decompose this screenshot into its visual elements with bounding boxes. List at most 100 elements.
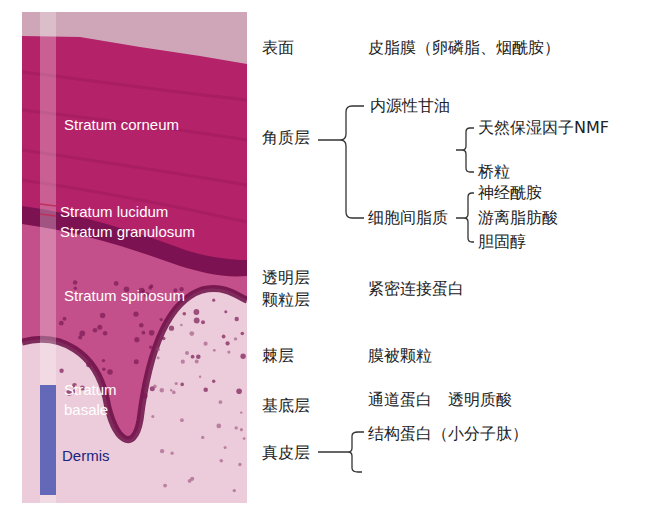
cell-nucleus [63,317,67,321]
cell-nucleus [93,328,98,333]
cell-nucleus [203,388,208,393]
bracket [318,432,364,472]
layer-label: 角质层 [262,128,310,148]
cell-nucleus [142,382,147,387]
component-label: 内源性甘油 [370,96,450,116]
cell-nucleus [162,337,166,341]
cell-nucleus [241,332,245,336]
layer-name: Stratum lucidum [60,202,168,222]
component-label: 神经酰胺 [478,183,542,203]
layer-name: Stratum corneum [64,115,179,135]
dermis-nucleus [180,418,184,422]
layer-label: 颗粒层 [262,290,310,310]
layer-label: 基底层 [262,396,310,416]
image-background [22,12,247,503]
cell-nucleus [191,355,195,359]
dermis-nucleus [220,459,224,463]
cell-nucleus [114,281,119,286]
dermis-nucleus [157,357,160,360]
cell-nucleus [102,359,105,362]
cell-nucleus [222,335,226,339]
component-label: 游离脂肪酸 [478,208,558,228]
cell-nucleus [180,383,184,387]
dermis-nucleus [195,359,199,363]
layer-name: Stratum spinosum [64,286,185,306]
cell-nucleus [194,309,200,315]
cell-nucleus [183,312,187,316]
depth-bar [40,12,56,503]
depth-ticks [40,204,56,216]
dermis-nucleus [170,389,172,391]
bracket [318,106,364,218]
layer-name: Stratum granulosum [60,222,195,242]
dermis-nucleus [171,452,174,455]
cell-nucleus [201,320,205,324]
cell-nucleus [142,331,146,335]
bracket [456,128,474,172]
dermis-nucleus [175,382,178,385]
cell-nucleus [59,321,64,326]
layer-label: 真皮层 [262,443,310,463]
dermis-nucleus [227,351,230,354]
dermis-nucleus [151,415,154,418]
layer-name: Dermis [62,446,110,466]
cell-nucleus [236,388,242,394]
component-label: 透明质酸 [448,390,512,410]
bracket [456,193,474,242]
dermis-nucleus [240,428,243,431]
component-label: 胆固醇 [478,232,526,252]
cell-nucleus [102,368,105,371]
component-label: 膜被颗粒 [368,346,432,366]
dermis-nucleus [199,376,201,378]
component-label: 天然保湿因子NMF [478,118,609,138]
layer-label: 棘层 [262,346,294,366]
cell-nucleus [224,310,227,313]
layer-label: 透明层 [262,268,310,288]
cell-nucleus [169,326,174,331]
cell-nucleus [86,362,91,367]
cell-nucleus [212,299,215,302]
component-label: 紧密连接蛋白 [368,279,464,299]
dermis-nucleus [188,479,192,483]
dermis-nucleus [201,436,204,439]
dermis-nucleus [204,342,208,346]
cell-nucleus [103,331,108,336]
cell-nuclei [59,280,246,492]
dermis-nucleus [189,331,194,336]
dermis-nucleus [185,351,189,355]
histology-image [22,12,247,503]
dermis-nucleus [181,360,185,364]
cell-nucleus [100,313,105,318]
dermis-nucleus [235,426,238,429]
cell-nucleus [78,335,82,339]
dermis-nucleus [156,348,160,352]
cell-nucleus [240,354,245,359]
cell-nucleus [149,330,155,336]
cell-nucleus [194,318,200,324]
cell-nucleus [235,317,239,321]
cell-nucleus [97,325,102,330]
dermis-nucleus [233,489,236,492]
component-label: 桥粒 [478,162,510,182]
component-label: 细胞间脂质 [368,208,448,228]
brackets [318,106,474,472]
cell-nucleus [73,280,78,285]
cell-nucleus [196,355,201,360]
component-label: 通道蛋白 [368,390,432,410]
cell-nucleus [134,359,139,364]
dermis-nucleus [240,411,242,413]
dermis-nucleus [224,446,227,449]
cell-nucleus [133,311,138,316]
dermis-nucleus [213,349,216,352]
cell-nucleus [59,369,63,373]
cell-nucleus [160,318,163,321]
cell-nucleus [134,337,139,342]
dermis-nucleus [172,391,176,395]
cell-nucleus [212,380,215,383]
dermis-nucleus [216,424,221,429]
dermis-nucleus [153,385,157,389]
cell-nucleus [149,346,152,349]
layer-label: 表面 [262,38,294,58]
